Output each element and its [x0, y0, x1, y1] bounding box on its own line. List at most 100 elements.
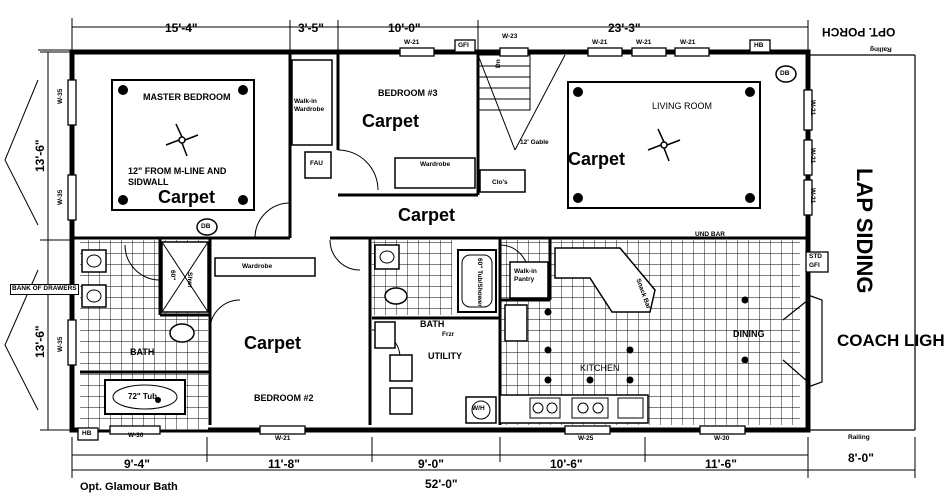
- bottom-dimension-line: [71, 437, 916, 478]
- carpet-bed2: Carpet: [244, 333, 302, 353]
- carpet-living: Carpet: [568, 149, 626, 169]
- window-label-w23: W-23: [502, 33, 518, 40]
- kitchen-label: KITCHEN: [580, 363, 620, 373]
- left-dimension-line: [4, 51, 72, 431]
- sixty-label: 60": [169, 270, 176, 281]
- coach-light-label: COACH LIGH: [837, 331, 945, 350]
- dim-bottom-6: 8'-0": [848, 451, 874, 465]
- dim-bottom-4: 10'-6": [550, 457, 583, 471]
- pantry-box: [509, 261, 549, 299]
- gable-lines: [477, 54, 566, 151]
- dim-top-3: 10'-0": [388, 21, 421, 35]
- wardrobe2-label: Wardrobe: [242, 263, 273, 270]
- window-label-w21-6: W-21: [809, 148, 816, 164]
- carpet-master: Carpet: [158, 187, 216, 207]
- fridge-box: [504, 304, 528, 342]
- ceiling-fan-icon-2: [647, 128, 681, 162]
- bedroom3-label: BEDROOM #3: [378, 88, 438, 98]
- bank-cabinet-label: BANK OF DRAWERS: [10, 284, 79, 295]
- glamour-tub: [104, 379, 186, 415]
- ceiling-fan-icon: [165, 123, 199, 157]
- dim-top-4: 23'-3": [608, 21, 641, 35]
- dim-left-1: 13'-6": [33, 139, 47, 172]
- gable-label: 12' Gable: [520, 139, 549, 146]
- window-label-w21-3: W-21: [636, 39, 652, 46]
- wardrobe2-box: [214, 257, 316, 277]
- hb-badge-top: HB: [754, 42, 764, 49]
- wh-label: W/H: [472, 405, 485, 412]
- closet-box: [479, 169, 526, 193]
- lap-siding-label: LAP SIDING: [852, 168, 877, 294]
- dim-bottom-5: 11'-6": [705, 457, 737, 471]
- top-dimension-line: [38, 18, 809, 52]
- carpet-bed3: Carpet: [362, 111, 420, 131]
- und-bar-label: UND BAR: [695, 231, 725, 238]
- bath2-toilet: [384, 287, 408, 305]
- bath2-sink: [374, 244, 400, 270]
- overall-length: 52'-0": [425, 477, 458, 491]
- stair-box: [477, 54, 531, 111]
- window-label-w35-1: W-35: [57, 88, 64, 104]
- fau-box: [304, 151, 332, 179]
- shower-label: Shwr: [186, 272, 193, 288]
- dim-bottom-2: 11'-8": [268, 457, 300, 471]
- walkin-wardrobe-box: [291, 59, 333, 146]
- note-mline: 12" FROM M-LINE AND SIDWALL: [128, 166, 227, 187]
- window-label-w35-2: W-35: [57, 189, 64, 205]
- ceiling-corner-dots: [118, 85, 755, 205]
- window-label-w21-5: W-21: [809, 100, 816, 116]
- master-bedroom-label: MASTER BEDROOM: [143, 92, 231, 102]
- dim-bottom-1: 9'-4": [124, 457, 150, 471]
- interior-walls: [72, 52, 808, 425]
- kitchen-lights: [544, 296, 749, 384]
- window-label-w21-2: W-21: [592, 39, 608, 46]
- frzr-box: [374, 321, 396, 349]
- bath2-label: BATH: [420, 319, 445, 329]
- window-label-w21-7: W-21: [809, 188, 816, 204]
- dim-top-2: 3'-5": [298, 21, 324, 35]
- windows: [67, 47, 813, 435]
- living-ceiling: [567, 81, 761, 209]
- db-circles: [196, 65, 797, 236]
- gfi-badge: GFI: [458, 42, 469, 49]
- window-label-w21-8: W-21: [275, 435, 291, 442]
- walkin-wardrobe-label: Walk-in Wardrobe: [294, 98, 325, 113]
- window-label-w21-1: W-21: [404, 39, 420, 46]
- master-ceiling: [111, 79, 255, 211]
- pantry-label: Walk-in Pantry: [514, 268, 537, 283]
- railing-label-bottom: Railing: [848, 434, 870, 441]
- window-label-w21-4: W-21: [680, 39, 696, 46]
- bath2-tub: [457, 249, 497, 313]
- window-label-w35-3: W-35: [57, 336, 64, 352]
- closet-label: Clo's: [492, 179, 508, 186]
- utility-label: UTILITY: [428, 351, 462, 361]
- window-label-w30-1: W-30: [128, 432, 144, 439]
- window-label-w30-2: W-30: [714, 435, 730, 442]
- wardrobe-box: [394, 157, 476, 189]
- wardrobe-label: Wardrobe: [420, 161, 451, 168]
- dryer-box: [389, 387, 413, 415]
- fau-label: FAU: [310, 160, 323, 167]
- porch: [782, 54, 916, 431]
- hb-badge-bottom: HB: [82, 430, 92, 437]
- frzr-label: Frzr: [442, 331, 455, 338]
- glamour-bath-note: Opt. Glamour Bath: [80, 481, 178, 493]
- window-label-w25: W-25: [578, 435, 594, 442]
- sink-top: [81, 249, 107, 273]
- bedroom2-label: BEDROOM #2: [254, 393, 314, 403]
- dim-top-1: 15'-4": [165, 21, 198, 35]
- snack-bar: [554, 247, 656, 313]
- toilet: [169, 323, 195, 343]
- dim-bottom-3: 9'-0": [418, 457, 444, 471]
- tub-label: 72" Tub: [128, 392, 157, 401]
- bath1-label: BATH: [130, 347, 155, 357]
- db-badge-2: DB: [780, 70, 790, 77]
- exterior-wall: [69, 49, 811, 433]
- carpet-hall: Carpet: [398, 205, 456, 225]
- sink-bottom: [81, 284, 107, 308]
- gfi-badge-2: GFI: [809, 262, 820, 269]
- badge-boxes: [77, 39, 829, 441]
- dining-label: DINING: [733, 329, 765, 339]
